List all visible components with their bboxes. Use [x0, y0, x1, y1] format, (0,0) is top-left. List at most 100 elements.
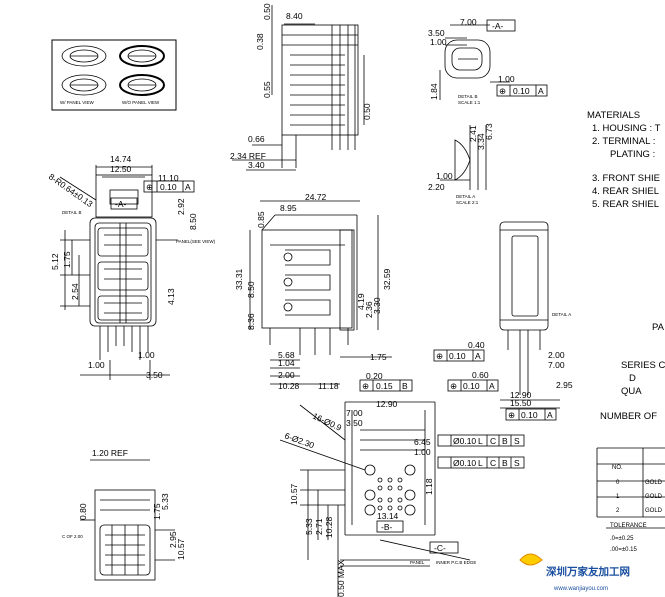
dim-front-3-50: 3.50 — [146, 370, 163, 380]
tol-pcb-2-label: Ø0.10 — [453, 458, 476, 468]
callout-detail-a: DETAIL A — [552, 312, 571, 317]
materials-item-2: 2. TERMINAL : — [592, 136, 655, 147]
dim-front-radius: 8-R0.64±0.13 — [47, 171, 95, 209]
tol-value-center: 0.15 — [376, 381, 393, 391]
dim-bl-2-95: 2.95 — [168, 531, 178, 548]
table-header-no: NO. — [612, 465, 623, 471]
title-d: D — [629, 373, 636, 384]
title-qua: QUA — [621, 386, 642, 397]
title-pa: PA — [652, 322, 665, 333]
dim-side-2-34-ref: 2.34 REF — [230, 151, 266, 161]
tol-symbol-center: ⊕ — [362, 381, 369, 391]
tol-datum-center: B — [402, 381, 408, 391]
tol-pcb-1-mod-b: B — [502, 436, 508, 446]
tol-right-1-symbol: ⊕ — [436, 351, 443, 361]
detail-a-title: DETAIL A — [456, 194, 475, 199]
dim-pcb-6-45: 6.45 — [414, 437, 431, 447]
detail-b-title: DETAIL B — [458, 94, 478, 99]
dim-right-0-40: 0.40 — [468, 340, 485, 350]
dim-front-8-50: 8.50 — [188, 213, 198, 230]
dim-detail-a-1-00: 1.00 — [436, 171, 453, 181]
tol-right-2-datum: A — [489, 381, 495, 391]
materials-heading: MATERIALS — [587, 110, 640, 121]
dim-right-0-60: 0.60 — [472, 370, 489, 380]
pcb-note-inner-edge: INNER P.C.B EDGE — [436, 560, 476, 565]
dim-pcb-7-00: 7.00 — [346, 408, 363, 418]
dim-center-8-95: 8.95 — [280, 203, 297, 213]
dim-pcb-6-holes: 6-Ø2.30 — [283, 430, 316, 450]
watermark: 深圳万家友加工网 www.wanjiayou.com — [519, 553, 630, 592]
datum-flag-b: -B- — [381, 522, 393, 532]
dim-side-3-40: 3.40 — [248, 160, 265, 170]
materials-item-3: 3. FRONT SHIE — [592, 173, 660, 184]
watermark-cn: 深圳万家友加工网 — [546, 565, 630, 578]
panel-caption-right: W/O PANEL VIEW — [122, 100, 160, 105]
dim-center-0-85: 0.85 — [256, 211, 266, 228]
tol-right-2-value: 0.10 — [463, 381, 480, 391]
dim-right-7-00: 7.00 — [548, 360, 565, 370]
dim-front-inner: 12.50 — [110, 164, 132, 174]
tol-right-1-value: 0.10 — [449, 351, 466, 361]
dim-center-0-20: 0.20 — [366, 371, 383, 381]
tol-right-3-symbol: ⊕ — [508, 410, 515, 420]
dim-front-2-92: 2.92 — [176, 198, 186, 215]
datum-flag-a-front: -A- — [115, 199, 127, 209]
bl-note: C OF 2.00 — [62, 534, 83, 539]
dim-detail-a-2-20: 2.20 — [428, 182, 445, 192]
dim-front-5-12: 5.12 — [50, 253, 60, 270]
table-row-1-val: GOLD — [645, 494, 663, 500]
tol-symbol-detail-b: ⊕ — [499, 86, 506, 96]
dim-bl-1-20-ref: 1.20 REF — [92, 448, 128, 458]
dim-side-0-50-right: 0.50 — [362, 103, 372, 120]
table-row-2-val: GOLD — [645, 508, 663, 514]
table-row-0-no: 0 — [616, 480, 620, 486]
table-row-0-val: GOLD — [645, 480, 663, 486]
tol-value-detail-b: 0.10 — [513, 86, 530, 96]
tol-pcb-2-mod-c: C — [490, 458, 496, 468]
dim-pcb-3-50: 3.50 — [346, 418, 363, 428]
dim-front-1-00b: 1.00 — [88, 360, 105, 370]
dim-detail-b-7-00: 7.00 — [460, 17, 477, 27]
dim-right-2-95: 2.95 — [556, 380, 573, 390]
detail-a-scale: SCALE 2:1 — [456, 200, 479, 205]
datum-flag-c: -C- — [434, 543, 446, 553]
dim-detail-a-3-34: 3.34 — [476, 133, 486, 150]
tol-right-1-datum: A — [475, 351, 481, 361]
tol-pcb-1-mod-c: C — [490, 436, 496, 446]
tol-pcb-2-mod-s: S — [514, 458, 520, 468]
callout-panel-view: PANEL(SEE VIEW) — [176, 239, 216, 244]
datum-flag-a-detail-b: -A- — [492, 21, 504, 31]
pcb-note-panel: PANEL — [410, 560, 425, 565]
dim-pcb-16-holes: 16-Ø0.9 — [311, 411, 343, 433]
callout-detail-b: DETAIL B — [62, 210, 82, 215]
dim-center-8-50: 8.50 — [246, 281, 256, 298]
table-row-2-no: 2 — [616, 508, 620, 514]
dim-center-24-72: 24.72 — [305, 192, 327, 202]
dim-bl-0-80: 0.80 — [78, 503, 88, 520]
dim-center-32-59: 32.59 — [382, 268, 392, 290]
dim-right-12-90: 12.90 — [510, 390, 532, 400]
dim-center-1-75: 1.75 — [370, 352, 387, 362]
watermark-url: www.wanjiayou.com — [553, 586, 608, 592]
dim-center-10-28: 10.28 — [278, 381, 300, 391]
materials-item-1: 1. HOUSING : T — [592, 123, 661, 134]
tol-right-2-symbol: ⊕ — [450, 381, 457, 391]
tol-pcb-1-mod-s: S — [514, 436, 520, 446]
materials-item-4: 4. REAR SHIEL — [592, 186, 659, 197]
tol-datum-detail-b: A — [538, 86, 544, 96]
tol-pcb-2-mod-b: B — [502, 458, 508, 468]
dim-bl-1-75: 1.75 — [152, 503, 162, 520]
dim-pcb-1-18: 1.18 — [424, 478, 434, 495]
tol-pcb-2-mod-l: L — [478, 458, 483, 468]
panel-caption-left: W/ PANEL VIEW — [60, 100, 95, 105]
dim-center-3-30: 3.30 — [372, 297, 382, 314]
dim-detail-a-2-41: 2.41 — [468, 125, 478, 142]
dim-pcb-12-90: 12.90 — [376, 399, 398, 409]
dim-front-1-75: 1.75 — [62, 251, 72, 268]
dim-pcb-10-57: 10.57 — [289, 483, 299, 505]
tol-pcb-1-label: Ø0.10 — [453, 436, 476, 446]
dim-detail-b-3-50: 3.50 — [428, 28, 445, 38]
dim-right-2-00: 2.00 — [548, 350, 565, 360]
tolerance-line-1: .0=±0.25 — [610, 536, 634, 542]
